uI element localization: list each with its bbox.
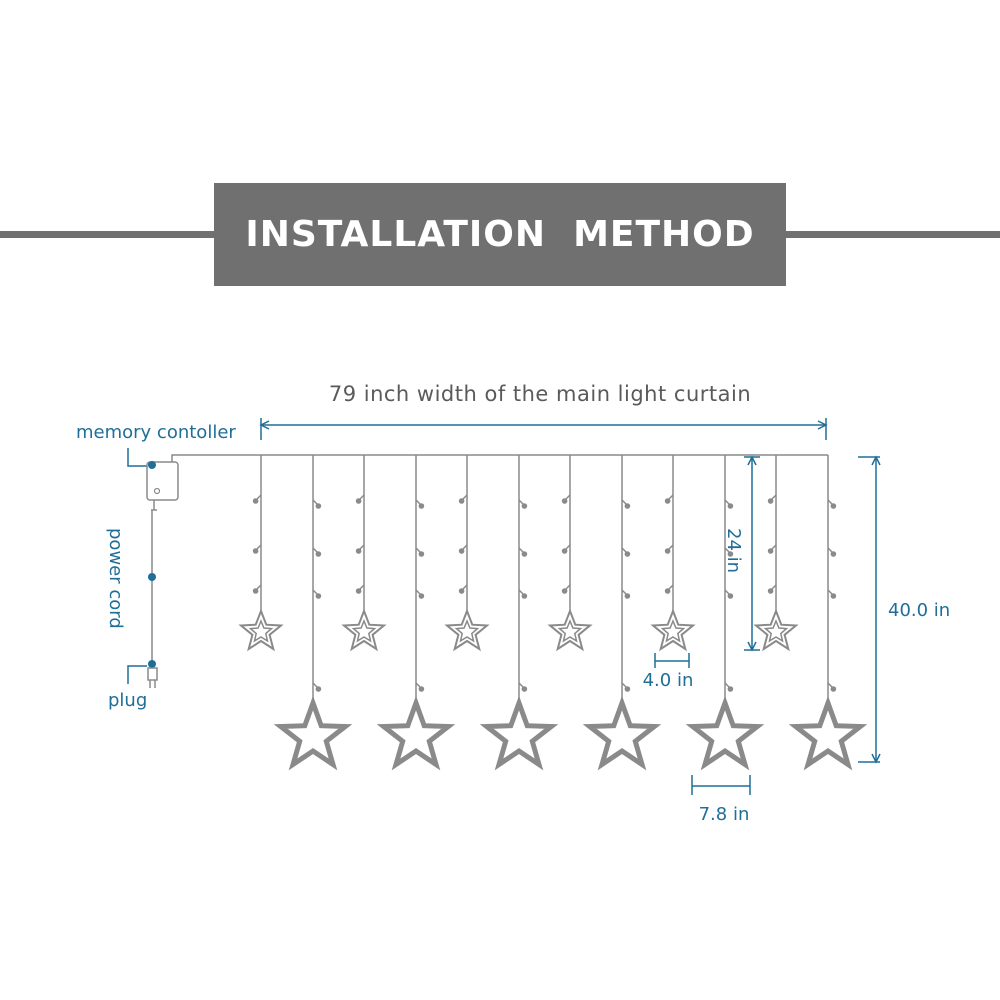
bulb — [624, 503, 631, 509]
power-cord-label: power cord — [105, 528, 126, 629]
large-star — [376, 695, 456, 771]
small-star-width-label: 4.0 in — [643, 670, 694, 691]
bulb — [521, 593, 528, 599]
bulb — [830, 686, 837, 692]
bulb — [521, 686, 528, 692]
bulb — [624, 686, 631, 692]
small-star-inner — [557, 619, 583, 643]
header-line-left — [0, 231, 214, 238]
bulb — [418, 686, 425, 692]
bulb — [315, 503, 322, 509]
small-star-inner — [454, 619, 480, 643]
total-height-dimension — [858, 455, 881, 764]
controller-dot — [148, 461, 156, 469]
bulb — [727, 503, 734, 509]
large-star — [273, 695, 353, 771]
header-title: INSTALLATION METHOD — [245, 214, 755, 255]
bulb — [315, 686, 322, 692]
bulb — [521, 551, 528, 557]
small-star-dimension — [654, 653, 690, 668]
bulb — [624, 551, 631, 557]
controller-label: memory contoller — [76, 422, 236, 443]
small-star-inner — [660, 619, 686, 643]
bulb — [727, 686, 734, 692]
large-star — [479, 695, 559, 771]
plug-dot — [148, 660, 156, 668]
bulb — [418, 551, 425, 557]
bulb — [252, 588, 259, 594]
large-star-dimension — [691, 775, 751, 795]
memory-controller — [146, 454, 179, 501]
bulb — [458, 588, 465, 594]
bulb — [767, 498, 774, 504]
bulb — [767, 548, 774, 554]
bulb — [830, 503, 837, 509]
bulb — [624, 593, 631, 599]
short-height-label: 24 in — [723, 528, 744, 573]
bulb — [418, 593, 425, 599]
power-cord — [151, 500, 157, 667]
bulb — [727, 551, 734, 557]
large-star-width-label: 7.8 in — [699, 804, 750, 825]
width-label: 79 inch width of the main light curtain — [329, 382, 751, 406]
bulb — [355, 548, 362, 554]
small-star-inner — [351, 619, 377, 643]
bulb — [561, 498, 568, 504]
bulb — [355, 498, 362, 504]
total-height-label: 40.0 in — [888, 600, 950, 621]
power-cord-dot — [148, 573, 156, 581]
bulb — [418, 503, 425, 509]
bulb — [252, 498, 259, 504]
width-dimension-line — [259, 418, 828, 440]
plug-leader — [127, 665, 147, 684]
bulb — [315, 551, 322, 557]
bulb — [561, 588, 568, 594]
bulb — [664, 548, 671, 554]
plug-icon — [147, 667, 158, 688]
small-star — [547, 608, 593, 652]
plug-label: plug — [108, 690, 147, 711]
small-star-inner — [763, 619, 789, 643]
bulb — [830, 551, 837, 557]
small-star — [341, 608, 387, 652]
light-strands — [238, 455, 868, 771]
bulb — [355, 588, 362, 594]
bulb — [458, 498, 465, 504]
bulb — [830, 593, 837, 599]
small-star-inner — [248, 619, 274, 643]
bulb — [315, 593, 322, 599]
small-star — [650, 608, 696, 652]
small-star — [238, 608, 284, 652]
large-star — [788, 695, 868, 771]
bulb — [521, 503, 528, 509]
controller-leader — [127, 448, 147, 467]
bulb — [664, 588, 671, 594]
bulb — [458, 548, 465, 554]
small-star — [444, 608, 490, 652]
short-height-dimension — [744, 455, 760, 652]
large-star — [582, 695, 662, 771]
bulb — [561, 548, 568, 554]
small-star — [753, 608, 799, 652]
large-star — [685, 695, 765, 771]
bulb — [252, 548, 259, 554]
bulb — [767, 588, 774, 594]
bulb — [727, 593, 734, 599]
header-line-right — [786, 231, 1000, 238]
bulb — [664, 498, 671, 504]
header-banner: INSTALLATION METHOD — [214, 183, 786, 286]
